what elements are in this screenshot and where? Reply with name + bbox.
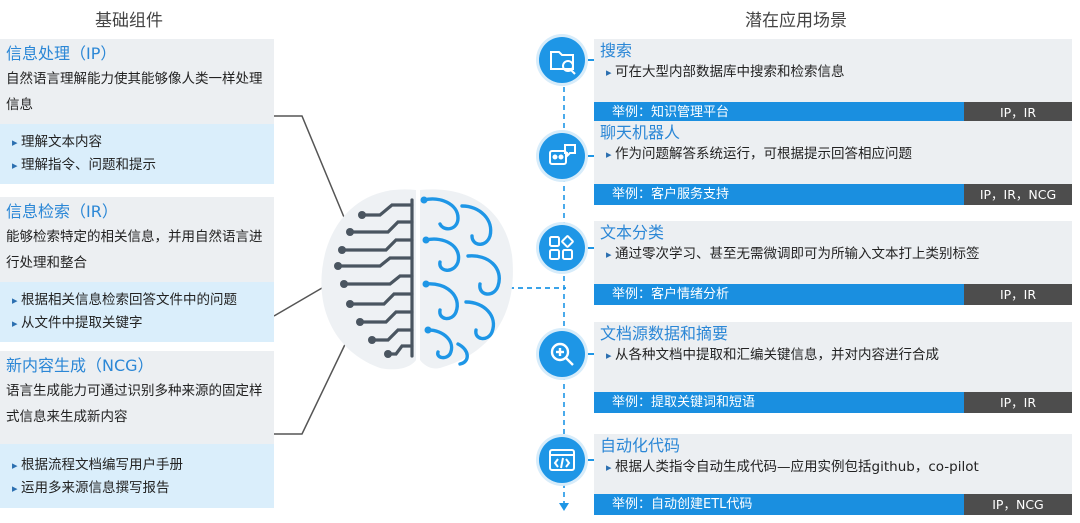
component-bullet: 从文件中提取关键字 bbox=[12, 312, 264, 335]
scenario-example: 举例：知识管理平台 bbox=[594, 102, 964, 123]
component-desc: 能够检索特定的相关信息，并用自然语言进行处理和整合 bbox=[6, 229, 263, 271]
scenario-desc: 通过零次学习、甚至无需微调即可为所输入文本打上类别标签 bbox=[600, 244, 1066, 265]
component-bullet: 运用多来源信息撰写报告 bbox=[12, 477, 264, 500]
right-heading: 潜在应用场景 bbox=[745, 11, 847, 31]
component-bullet: 根据流程文档编写用户手册 bbox=[12, 454, 264, 477]
code-window-icon bbox=[539, 437, 585, 483]
scenario-example: 举例：自动创建ETL代码 bbox=[594, 494, 964, 515]
component-title: 新内容生成（NCG） bbox=[6, 356, 154, 375]
scenario-title: 搜索 bbox=[600, 41, 633, 60]
component-ir: 信息检索（IR） 能够检索特定的相关信息，并用自然语言进行处理和整合 根据相关信… bbox=[0, 197, 274, 342]
scenario-title: 聊天机器人 bbox=[600, 123, 681, 142]
scenario-chatbot: 聊天机器人 作为问题解答系统运行，可根据提示回答相应问题 举例：客户服务支持 I… bbox=[594, 121, 1072, 205]
component-desc: 自然语言理解能力使其能够像人类一样处理信息 bbox=[6, 71, 263, 113]
scenario-example: 举例：客户情绪分析 bbox=[594, 284, 964, 305]
scenario-tags: IP，NCG bbox=[964, 494, 1072, 515]
scenario-desc: 根据人类指令自动生成代码—应用实例包括github，co-pilot bbox=[600, 457, 1066, 478]
zoom-in-icon bbox=[539, 331, 585, 377]
scenario-title: 自动化代码 bbox=[600, 436, 681, 455]
scenario-desc: 作为问题解答系统运行，可根据提示回答相应问题 bbox=[600, 144, 1066, 165]
scenario-desc: 从各种文档中提取和汇编关键信息，并对内容进行合成 bbox=[600, 345, 1066, 366]
scenario-tags: IP，IR bbox=[964, 102, 1072, 123]
folder-search-icon bbox=[539, 37, 585, 83]
component-desc: 语言生成能力可通过识别多种来源的固定样式信息来生成新内容 bbox=[6, 383, 263, 425]
left-heading: 基础组件 bbox=[95, 11, 163, 31]
scenario-title: 文本分类 bbox=[600, 223, 665, 242]
chatbot-icon bbox=[539, 133, 585, 179]
scenario-search: 搜索 可在大型内部数据库中搜索和检索信息 举例：知识管理平台 IP，IR bbox=[594, 39, 1072, 123]
scenario-tags: IP，IR bbox=[964, 392, 1072, 413]
component-title: 信息检索（IR） bbox=[6, 202, 118, 221]
brain-icon bbox=[321, 189, 513, 370]
scenario-doc-summary: 文档源数据和摘要 从各种文档中提取和汇编关键信息，并对内容进行合成 举例：提取关… bbox=[594, 322, 1072, 413]
scenario-title: 文档源数据和摘要 bbox=[600, 324, 729, 343]
scenario-auto-code: 自动化代码 根据人类指令自动生成代码—应用实例包括github，co-pilot… bbox=[594, 434, 1072, 515]
scenario-tags: IP，IR，NCG bbox=[964, 184, 1072, 205]
scenario-example: 举例：客户服务支持 bbox=[594, 184, 964, 205]
scenario-tags: IP，IR bbox=[964, 284, 1072, 305]
component-title: 信息处理（IP） bbox=[6, 44, 117, 63]
category-grid-icon bbox=[539, 225, 585, 271]
component-bullet: 理解文本内容 bbox=[12, 131, 264, 154]
component-bullet: 根据相关信息检索回答文件中的问题 bbox=[12, 289, 264, 312]
scenario-example: 举例：提取关键词和短语 bbox=[594, 392, 964, 413]
component-ip: 信息处理（IP） 自然语言理解能力使其能够像人类一样处理信息 理解文本内容 理解… bbox=[0, 39, 274, 184]
scenario-desc: 可在大型内部数据库中搜索和检索信息 bbox=[600, 62, 1066, 83]
component-bullet: 理解指令、问题和提示 bbox=[12, 154, 264, 177]
component-ncg: 新内容生成（NCG） 语言生成能力可通过识别多种来源的固定样式信息来生成新内容 … bbox=[0, 351, 274, 508]
scenario-text-classification: 文本分类 通过零次学习、甚至无需微调即可为所输入文本打上类别标签 举例：客户情绪… bbox=[594, 221, 1072, 305]
